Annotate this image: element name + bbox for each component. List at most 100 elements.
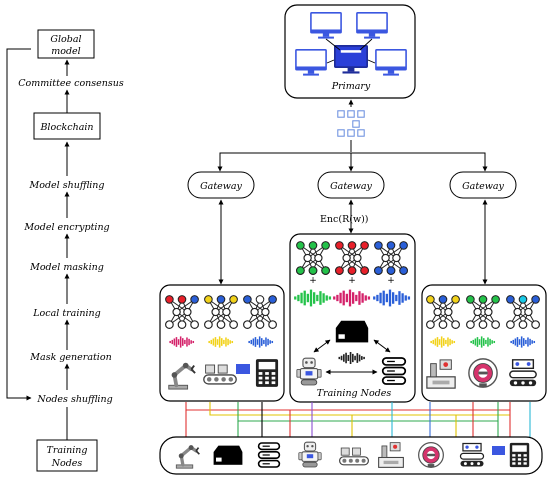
- soundwave-bar: [445, 339, 447, 345]
- left-node-group: [159, 284, 285, 402]
- soundwave-bar: [434, 338, 437, 346]
- gateways: Gateway Gateway Gateway: [187, 171, 517, 199]
- right-node-group: [421, 284, 547, 402]
- device-icon: [236, 364, 250, 374]
- soundwave-bar: [231, 340, 234, 344]
- enc-label: Enc(R(w)): [320, 214, 368, 225]
- soundwave-bar: [336, 294, 339, 302]
- soundwave-bar: [483, 338, 485, 346]
- soundwave-bar: [210, 339, 213, 345]
- soundwave-bar: [186, 337, 188, 347]
- soundwave-bar: [364, 295, 367, 301]
- soundwave-bar: [447, 337, 449, 347]
- soundwave-bar: [401, 293, 404, 303]
- soundwave-bar: [306, 293, 310, 303]
- feedback-arrow: [6, 48, 32, 401]
- training-nodes-label-1: Training: [47, 445, 88, 456]
- soundwave-bar: [520, 336, 523, 348]
- neural-network-icon: [204, 295, 238, 329]
- soundwave-bar: [516, 337, 519, 347]
- soundwave-bar: [316, 294, 319, 302]
- global-model-box: [37, 29, 95, 59]
- agv-icon: [509, 359, 537, 387]
- terminal-icon: [255, 359, 279, 387]
- soundwave-bar: [319, 291, 322, 305]
- agv-icon: [459, 442, 485, 468]
- soundwave-bar: [514, 338, 517, 346]
- soundwave-bar: [188, 338, 190, 346]
- soundwave-bar: [338, 356, 341, 360]
- soundwave-icon: [294, 289, 411, 307]
- node-links: [185, 402, 531, 437]
- step-model-shuffling: Model shuffling: [29, 180, 105, 191]
- soundwave-bar: [216, 339, 219, 345]
- soundwave-bar: [518, 339, 521, 345]
- blockchain-label: Blockchain: [39, 122, 93, 133]
- soundwave-bar: [531, 340, 533, 344]
- neural-network-icon: [296, 241, 330, 275]
- soundwave-bar: [472, 339, 475, 345]
- soundwave-bar: [345, 352, 347, 364]
- soundwave-bar: [333, 296, 336, 300]
- center-node-group: + + + Training Nodes: [289, 233, 416, 403]
- soundwave-bar: [407, 296, 411, 300]
- terminal-icon: [509, 442, 530, 468]
- neural-network-icon: [165, 295, 199, 329]
- soundwave-bar: [177, 339, 180, 345]
- soundwave-bar: [263, 339, 265, 345]
- soundwave-bar: [367, 296, 371, 300]
- soundwave-bar: [533, 340, 536, 344]
- soundwave-bar: [474, 338, 477, 346]
- soundwave-bar: [485, 339, 487, 345]
- server-rack-icon: [257, 442, 281, 468]
- soundwave-bar: [432, 339, 435, 345]
- soundwave-bar: [261, 338, 263, 346]
- soundwave-bar: [328, 296, 332, 300]
- soundwave-bar: [179, 336, 182, 348]
- soundwave-bar: [269, 340, 271, 344]
- global-model-label-1: Global: [50, 34, 81, 45]
- soundwave-bar: [345, 293, 349, 303]
- soundwave-bar: [258, 336, 261, 348]
- soundwave-bar: [313, 292, 316, 304]
- soundwave-bar: [385, 293, 389, 303]
- soundwave-bar: [171, 339, 174, 345]
- soundwave-bar: [352, 353, 354, 363]
- soundwave-bar: [348, 289, 352, 307]
- soundwave-bar: [248, 340, 250, 344]
- soundwave-bar: [440, 336, 443, 348]
- server-box-icon: [213, 445, 243, 465]
- plus-sign: +: [348, 276, 356, 286]
- neural-network-icon: [466, 295, 500, 329]
- soundwave-icon: [430, 336, 536, 348]
- blockchain-icon: [337, 110, 365, 137]
- server-rack-icon: [381, 357, 407, 385]
- step-model-encrypting: Model encrypting: [23, 222, 109, 233]
- soundwave-bar: [529, 338, 531, 346]
- soundwave-bar: [267, 338, 269, 346]
- neural-network-icon: [506, 295, 540, 329]
- soundwave-bar: [451, 340, 453, 344]
- device-icon: [492, 446, 505, 455]
- soundwave-icon: [169, 336, 274, 348]
- step-mask-generation: Mask generation: [29, 352, 111, 363]
- soundwave-bar: [523, 338, 525, 346]
- soundwave-bar: [476, 337, 479, 347]
- gateway-left-label: Gateway: [200, 181, 242, 192]
- soundwave-bar: [356, 353, 359, 363]
- soundwave-bar: [169, 340, 171, 344]
- soundwave-bar: [382, 290, 385, 306]
- soundwave-bar: [480, 336, 483, 348]
- soundwave-bar: [271, 340, 274, 344]
- soundwave-bar: [265, 337, 267, 347]
- soundwave-bar: [404, 295, 407, 301]
- device-bar: [159, 436, 543, 475]
- vacuum-robot-icon: [468, 358, 498, 388]
- neural-network-icon: [243, 295, 277, 329]
- step-model-masking: Model masking: [29, 262, 104, 273]
- soundwave-bar: [223, 339, 225, 345]
- gateway-right: [449, 171, 517, 199]
- soundwave-bar: [175, 337, 178, 347]
- soundwave-icon: [338, 352, 365, 364]
